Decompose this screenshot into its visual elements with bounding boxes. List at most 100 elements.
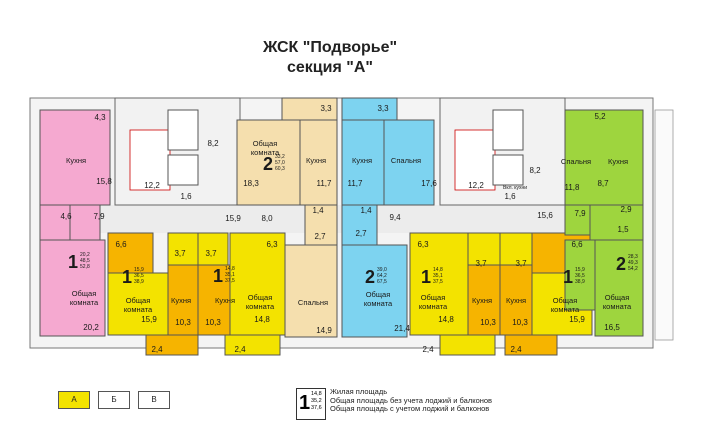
room-label-lime-bedroom: Спальня [561,157,591,166]
apt-area-orange-right-v3: 38,9 [575,279,585,285]
apt-lime-bath [589,204,644,241]
apt-blue-hall [341,204,378,246]
area-label-a12: 15,9 [141,315,157,324]
apt-area-pink-v2: 48,5 [80,258,90,264]
plan-title-line1: ЖСК "Подворье" [262,39,398,56]
apt-lime-room2 [564,239,596,311]
apt-rooms-lime: 2 [616,254,626,274]
area-label-a40: 14,8 [438,315,454,324]
legend-line3: Общая площадь с учетом лоджий и балконов [330,404,490,413]
area-label-a1: 4,3 [94,113,106,122]
legend-v2: 35,2 [311,398,322,404]
legend: 1 14,8 35,2 37,6 Жилая площадь Общая пло… [296,386,496,422]
apt-area-orange-left-v2: 36,5 [134,273,144,279]
area-label-a27: 3,3 [377,104,389,113]
area-label-a9: 15,9 [225,214,241,223]
area-label-a25: 2,7 [314,232,326,241]
area-label-a21: 8,0 [261,214,273,223]
apt-area-yellow-left-v3: 37,5 [225,278,235,284]
area-label-a4: 7,9 [93,212,105,221]
area-label-a33: 21,4 [394,324,410,333]
apt-yellow-left-bath [197,232,229,266]
kitchen-note: Вкл. кухни [503,185,527,191]
apt-pink-kitchen [39,109,111,206]
apt-blue-kitchen [341,119,385,206]
apt-orange-right-balcony [504,334,558,356]
apt-rooms-yellow-left: 1 [213,266,223,286]
legend-rooms: 1 [299,392,311,414]
area-label-a19: 2,4 [234,345,246,354]
apt-area-beige-v3: 60,3 [275,166,285,172]
area-label-a18: 14,8 [254,315,270,324]
apt-area-yellow-left-v2: 35,1 [225,272,235,278]
area-label-a41: 10,3 [480,318,496,327]
apt-yellow-right-kitchen [467,264,501,336]
section-a-button[interactable]: А [58,391,90,409]
legend-line1: Жилая площадь [330,387,388,396]
elevator-left-2 [167,154,199,186]
apt-area-yellow-right-v2: 35,1 [433,273,443,279]
area-label-a15: 3,7 [205,249,217,258]
apt-area-yellow-right-v3: 37,5 [433,279,443,285]
area-label-a2: 15,8 [96,177,112,186]
area-label-a10: 6,6 [115,240,127,249]
area-label-a11: 3,7 [174,249,186,258]
area-label-a6: 12,2 [144,181,160,190]
apt-blue-balcony [341,97,398,121]
apt-lime-hall [564,204,591,236]
elevator-right-1 [492,109,524,151]
area-label-a54: 16,5 [604,323,620,332]
section-selector: А Б В [58,388,218,414]
area-label-a53: 1,5 [617,225,629,234]
apt-orange-right-bath [499,232,533,266]
elevator-right-2 [492,154,524,186]
apt-rooms-yellow-right: 1 [421,267,431,287]
section-b-button[interactable]: Б [98,391,130,409]
apt-area-blue-v2: 64,2 [377,273,387,279]
area-label-a7: 1,6 [180,192,192,201]
apt-area-lime-v1: 28,3 [628,254,638,260]
room-label-lime-kitchen: Кухня [608,157,628,166]
area-label-a24: 1,4 [312,206,324,215]
apt-rooms-orange-left: 1 [122,267,132,287]
room-label-blue-bedroom: Спальня [391,156,421,165]
apt-area-yellow-left-v1: 14,8 [225,266,235,272]
area-label-a37: 15,6 [537,211,553,220]
apt-area-beige-v2: 57,0 [275,160,285,166]
area-label-a52: 2,9 [620,205,632,214]
area-label-a20: 18,3 [243,179,259,188]
apt-area-orange-left-v1: 15,9 [134,267,144,273]
apt-area-pink-v3: 52,8 [80,264,90,270]
apt-area-orange-right-v2: 36,5 [575,273,585,279]
apt-rooms-blue: 2 [365,267,375,287]
area-label-a31: 2,7 [355,229,367,238]
section-v-button[interactable]: В [138,391,170,409]
stair-left [129,129,171,191]
apt-yellow-right-balcony [439,334,496,356]
area-label-a14: 2,4 [151,345,163,354]
legend-v1: 14,8 [311,391,322,397]
apt-orange-left-balcony [145,334,199,356]
area-label-a43: 3,7 [515,259,527,268]
apt-orange-left-hall [107,232,154,274]
area-label-a13: 10,3 [175,318,191,327]
room-label-blue-kitchen: Кухня [352,156,372,165]
plan-title: ЖСК "Подворье" секция "А" [230,38,430,78]
apt-orange-right-kitchen [499,264,533,336]
apt-orange-left-room [107,272,169,336]
apt-beige-hall [304,204,338,246]
apt-area-beige-v1: 33,2 [275,154,285,160]
area-label-a28: 11,7 [348,179,364,188]
room-label-beige-kitchen: Кухня [306,156,326,165]
room-label-yellow-right-kitchen: Кухня [472,296,492,305]
apt-beige-bedroom [284,244,338,338]
legend-sample: 1 14,8 35,2 37,6 [296,388,326,420]
apt-pink-room [39,239,106,337]
area-label-a44: 10,3 [512,318,528,327]
